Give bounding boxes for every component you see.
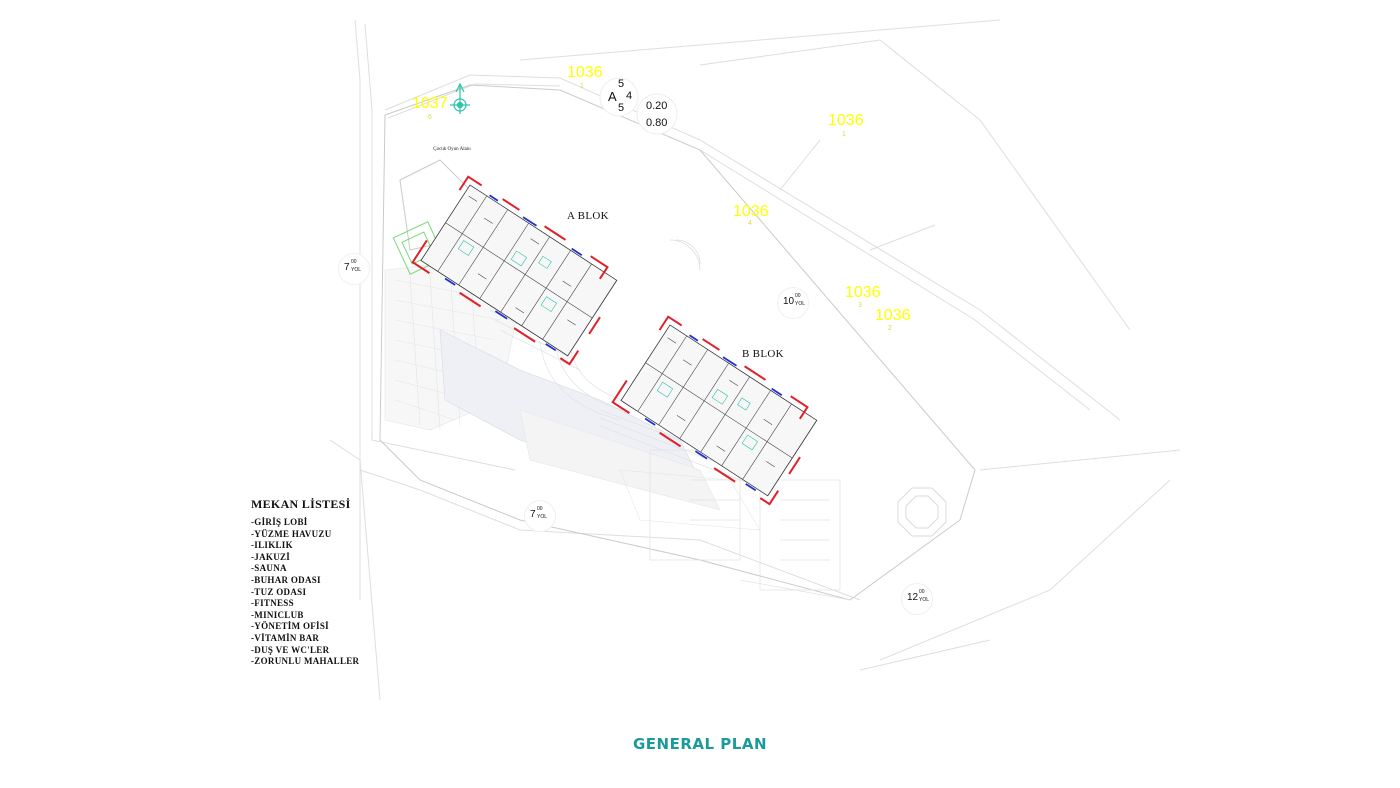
space-list-legend: MEKAN LİSTESİ -GİRİŞ LOBİ -YÜZME HAVUZU … <box>251 497 359 668</box>
road-label: YOL <box>351 267 362 273</box>
legend-item: -JAKUZİ <box>251 551 291 562</box>
legend-item: -ZORUNLU MAHALLER <box>251 656 360 667</box>
legend-item: -ILIKLIK <box>251 540 293 551</box>
zoning-floor: 5 <box>618 78 625 90</box>
road-width-decimal: 00 <box>795 293 801 299</box>
legend-item: -MINICLUB <box>251 609 304 620</box>
parcel-sub-number: 6 <box>428 114 432 121</box>
parcel-number: 1037 <box>412 95 448 112</box>
legend-item: -GİRİŞ LOBİ <box>251 517 308 527</box>
zoning-floor: 4 <box>626 90 633 102</box>
b-blok-footprint <box>611 315 818 506</box>
parcel-number: 1036 <box>567 64 603 81</box>
north-arrow-icon <box>450 82 470 114</box>
playground-label: Çocuk Oyun Alanı <box>433 147 471 152</box>
legend-item: -VİTAMİN BAR <box>251 632 320 643</box>
a-blok-label: A BLOK <box>567 210 609 222</box>
road-width-decimal: 00 <box>537 506 543 512</box>
b-blok-label: B BLOK <box>742 348 784 360</box>
a-blok-footprint <box>411 175 618 366</box>
zoning-circles <box>599 77 678 135</box>
road-width-decimal: 00 <box>351 259 357 265</box>
legend-item: -BUHAR ODASI <box>251 574 321 585</box>
parcel-number: 1036 <box>828 112 864 129</box>
road-width: 7 <box>344 262 350 273</box>
road-width: 10 <box>783 296 795 307</box>
legend-item: -YÖNETİM OFİSİ <box>251 621 329 632</box>
zoning-letter: A <box>608 89 617 104</box>
road-width-badge: 10 00 YOL <box>777 287 809 319</box>
zoning-ratio: 0.80 <box>646 117 668 129</box>
road-width: 7 <box>530 509 536 520</box>
legend-item: -TUZ ODASI <box>251 586 307 597</box>
legend-item: -DUŞ VE WC'LER <box>251 644 330 655</box>
amphitheatre <box>669 239 701 271</box>
pavilion-octagon <box>897 487 947 537</box>
legend-item: -SAUNA <box>251 563 287 574</box>
road-width: 12 <box>907 592 919 603</box>
zoning-floor: 5 <box>618 102 625 114</box>
legend-item: -FITNESS <box>251 598 294 609</box>
page-title: GENERAL PLAN <box>632 735 767 753</box>
road-label: YOL <box>537 514 548 520</box>
road-label: YOL <box>795 301 806 307</box>
road-label: YOL <box>919 597 930 603</box>
parcel-number: 1036 <box>875 307 911 324</box>
road-width-badge: 7 00 YOL <box>524 500 556 532</box>
zoning-ratio: 0.20 <box>646 100 668 112</box>
parcel-sub-number: 3 <box>858 302 862 309</box>
parcel-number: 1036 <box>845 284 881 301</box>
parcel-number: 1036 <box>733 203 769 220</box>
legend-title: MEKAN LİSTESİ <box>251 497 351 511</box>
parcel-sub-number: 1 <box>842 131 846 138</box>
road-width-decimal: 00 <box>919 589 925 595</box>
road-width-badge: 7 00 YOL <box>338 253 370 285</box>
site-boundary-lines <box>329 19 1181 701</box>
road-width-badge: 12 00 YOL <box>901 583 933 615</box>
legend-item: -YÜZME HAVUZU <box>251 528 332 539</box>
parcel-sub-number: 2 <box>888 325 892 332</box>
parcel-sub-number: 4 <box>748 220 752 227</box>
parcel-sub-number: 1 <box>580 83 584 90</box>
